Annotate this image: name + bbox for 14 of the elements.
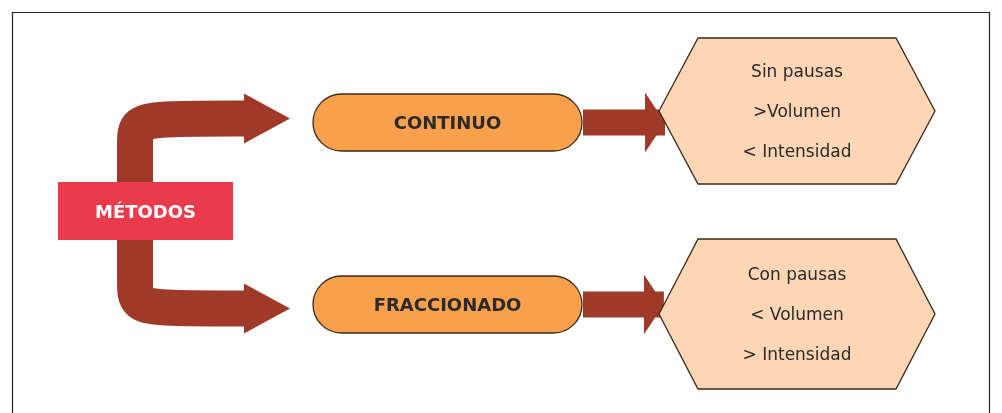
description-line: < Intensidad <box>742 140 852 163</box>
block-arrow <box>583 274 664 335</box>
description-line: < Volumen <box>750 303 844 326</box>
node-label: CONTINUO <box>393 112 502 133</box>
description-hexagon <box>658 37 936 185</box>
node-label: MÉTODOS <box>95 200 196 222</box>
method-box <box>58 182 233 240</box>
description-line: >Volumen <box>752 100 842 123</box>
description-line: Con pausas <box>747 263 847 286</box>
node-label: FRACCIONADO <box>373 294 522 315</box>
description-line: Sin pausas <box>751 60 843 83</box>
description-line: > Intensidad <box>742 343 852 366</box>
block-arrow <box>583 92 666 153</box>
description-hexagon <box>658 238 936 390</box>
